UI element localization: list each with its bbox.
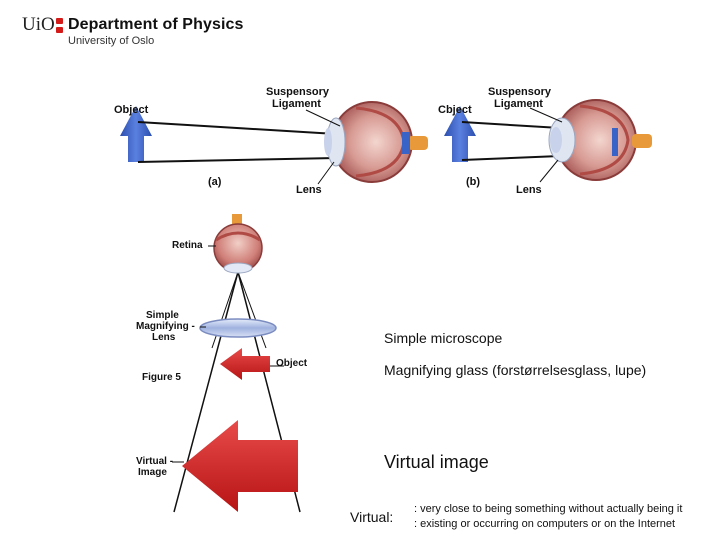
simple-microscope-text: Simple microscope — [384, 330, 503, 346]
lens-label-b: Lens — [516, 184, 542, 196]
virtual-term: Virtual: — [350, 509, 394, 525]
object-arrow-b — [444, 106, 476, 162]
panel-label-b: (b) — [466, 176, 481, 188]
object-label-a: Object — [114, 104, 149, 116]
virtual-definition-1: : very close to being something without … — [414, 503, 683, 515]
virtual-label-line1: Virtual - — [136, 456, 174, 467]
department-name: Department of Physics — [68, 16, 244, 33]
ligament-label-b-line1: Suspensory — [488, 86, 551, 98]
virtual-image-heading: Virtual image — [384, 452, 489, 472]
object-label-b: Cbject — [438, 104, 472, 116]
lens-label-line3: Lens — [152, 332, 176, 343]
ligament-label-a-line2: Ligament — [272, 98, 321, 110]
magnifying-lens — [199, 318, 277, 338]
lens-label-line1: Simple — [146, 310, 179, 321]
ligament-label-b-line2: Ligament — [494, 98, 543, 110]
object-arrow-a — [120, 106, 152, 162]
ligament-label-a-line1: Suspensory — [266, 86, 329, 98]
uio-logo-mark — [56, 18, 63, 34]
lens-label-line2: Magnifying - — [136, 321, 195, 332]
university-name: University of Oslo — [68, 35, 155, 47]
object-label-magnifier: Object — [276, 358, 308, 369]
object-arrow-small — [220, 348, 270, 380]
eye-figure-b — [444, 99, 652, 183]
eye-figure-a — [120, 101, 428, 185]
lens-label-a: Lens — [296, 184, 322, 196]
magnifier-figure — [172, 214, 301, 513]
virtual-definition-2: : existing or occurring on computers or … — [414, 518, 676, 530]
virtual-image-arrow — [182, 420, 298, 512]
figure-label: Figure 5 — [142, 372, 181, 383]
retina-label: Retina — [172, 240, 203, 251]
magnifying-glass-text: Magnifying glass (forstørrelsesglass, lu… — [384, 362, 647, 378]
uio-logo: UiO — [22, 14, 55, 35]
panel-label-a: (a) — [208, 176, 222, 188]
virtual-label-line2: Image — [138, 467, 167, 478]
